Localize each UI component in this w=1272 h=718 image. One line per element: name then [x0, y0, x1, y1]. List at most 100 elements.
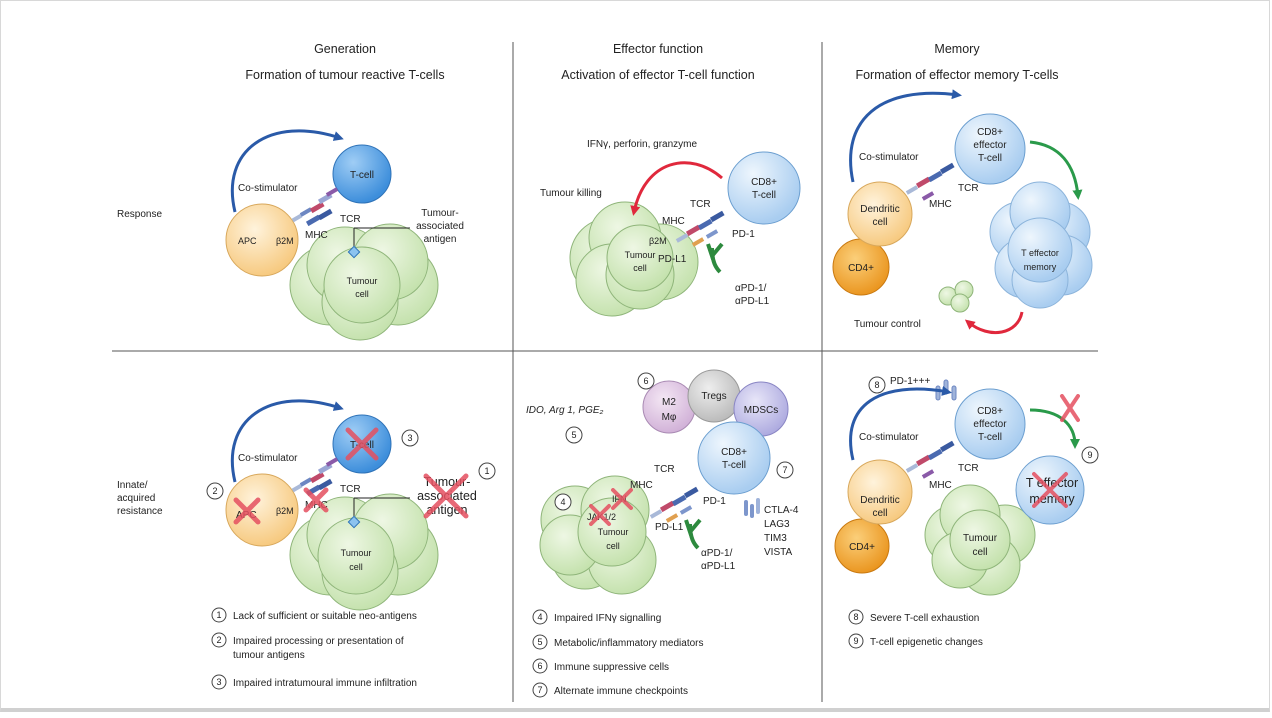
- marker-2: 2: [206, 482, 224, 500]
- svg-text:6: 6: [643, 376, 648, 386]
- cd8-effector-cell: [954, 113, 1026, 185]
- receptor-complex-4: [291, 457, 339, 497]
- t-cell-label: T-cell: [350, 170, 374, 181]
- dendritic-label-2: cell: [872, 217, 887, 228]
- checkpoint-tim3: TIM3: [764, 533, 787, 544]
- apd-label-1: αPD-1/: [735, 283, 767, 294]
- mhc-label-4: MHC: [305, 500, 328, 511]
- tumour-cell-label-1: Tumour: [963, 533, 998, 544]
- cd4-label: CD4+: [848, 263, 874, 274]
- costim-arrow-4: [230, 399, 344, 483]
- marker-6: 6: [637, 372, 655, 390]
- m2-label-2: Mφ: [662, 412, 677, 423]
- cd8-effector-cell: [954, 388, 1026, 460]
- dendritic-label-2: cell: [872, 508, 887, 519]
- small-tumour-cells: [938, 280, 974, 313]
- tumour-cell-label-2: cell: [633, 263, 647, 273]
- row-label-response: Response: [117, 209, 162, 220]
- cd8-eff-label-3: T-cell: [978, 153, 1002, 164]
- svg-text:1: 1: [484, 466, 489, 476]
- svg-text:T-cell epigenetic changes: T-cell epigenetic changes: [870, 637, 983, 648]
- apd-label-1: αPD-1/: [701, 548, 733, 559]
- svg-text:Immune suppressive cells: Immune suppressive cells: [554, 662, 669, 673]
- column-title-generation: Generation: [314, 42, 376, 56]
- panel-memory-response: CD4+ Dendritic cell CD8+ effector T-cell: [832, 89, 1093, 334]
- m2-label-1: M2: [662, 397, 676, 408]
- tumour-control-label: Tumour control: [854, 319, 921, 330]
- cd8-eff-label-2: effector: [973, 419, 1007, 430]
- cross-marks-memory: [1032, 394, 1080, 508]
- b2m-label: β2M: [649, 236, 667, 246]
- mhc-label-3: MHC: [929, 199, 952, 210]
- cd8-label-2: T-cell: [722, 460, 746, 471]
- tcr-label: TCR: [340, 214, 361, 225]
- ifn-label: IFNγ, perforin, granzyme: [587, 139, 697, 150]
- costim-label: Co-stimulator: [238, 183, 298, 194]
- cd8-label-1: CD8+: [751, 177, 777, 188]
- tumour-cell-label-2: cell: [972, 547, 987, 558]
- panel-effector-resistance: Tumour cell JAK1/2 IFN M2 Mφ Tregs MDSCs…: [526, 369, 799, 595]
- apd-label-2: αPD-L1: [735, 296, 770, 307]
- tumour-cell-label-1: Tumour: [347, 276, 378, 286]
- checkpoint-lag3: LAG3: [764, 519, 790, 530]
- row-label-resistance-1: Innate/: [117, 480, 148, 491]
- marker-5: 5: [565, 426, 583, 444]
- mhc-label-5: MHC: [630, 480, 653, 491]
- tumour-cell-label-2: cell: [349, 562, 363, 572]
- receptor-complex-6: [905, 440, 955, 479]
- marker-8: 8: [868, 376, 886, 394]
- panel-memory-resistance: CD4+ Dendritic cell CD8+ effector T-cell: [834, 376, 1099, 596]
- svg-text:7: 7: [782, 465, 787, 475]
- tumour-cluster-6: [924, 484, 1036, 596]
- mhc-label-6: MHC: [929, 480, 952, 491]
- tumour-cell-label-2: cell: [355, 289, 369, 299]
- svg-text:3: 3: [407, 433, 412, 443]
- pdl1-label-5: PD-L1: [655, 522, 684, 533]
- marker-1: 1: [478, 462, 496, 480]
- apc-label: APC: [236, 510, 257, 521]
- cd8-eff-label-1: CD8+: [977, 127, 1003, 138]
- tcr-label-6: TCR: [958, 463, 979, 474]
- legend-item-6: 6 Immune suppressive cells: [532, 658, 669, 674]
- apc-label: APC: [238, 236, 257, 246]
- cd8-eff-label-3: T-cell: [978, 432, 1002, 443]
- costim-label-4: Co-stimulator: [238, 453, 298, 464]
- costim-label-6: Co-stimulator: [859, 432, 919, 443]
- svg-text:8: 8: [853, 612, 858, 622]
- column-subtitle-memory: Formation of effector memory T-cells: [855, 68, 1058, 82]
- tcr-label-5: TCR: [654, 464, 675, 475]
- cd8-t-cell: [697, 421, 771, 495]
- pdl1-label: PD-L1: [658, 254, 687, 265]
- panel-generation-resistance: Tumour cell APC β2M T-cell Co-stimulator…: [206, 399, 496, 611]
- cd8-eff-label-2: effector: [973, 140, 1007, 151]
- svg-text:3: 3: [216, 677, 221, 687]
- svg-text:tumour antigens: tumour antigens: [233, 650, 305, 661]
- tumour-cell-main: [606, 224, 674, 292]
- svg-text:6: 6: [537, 661, 542, 671]
- costim-arrow-6: [849, 386, 952, 461]
- cd8-t-cell: [727, 151, 801, 225]
- cross-marks-generation: [233, 427, 469, 525]
- dendritic-cell: [847, 181, 913, 247]
- costim-arrow: [230, 129, 344, 213]
- checkpoint-receptors: [744, 498, 760, 518]
- tumour-cluster: [289, 223, 439, 341]
- antigen-diamond: [347, 515, 361, 529]
- panel-generation-response: Tumour cell APC β2M T-cell Co-stimulator…: [225, 129, 464, 341]
- memory-cluster: [989, 181, 1093, 309]
- checkpoint-vista: VISTA: [764, 547, 792, 558]
- costim-label-3: Co-stimulator: [859, 152, 919, 163]
- cross-marks-effector: [589, 488, 633, 526]
- dendritic-label-1: Dendritic: [860, 204, 899, 215]
- svg-text:Lack of sufficient or suitable: Lack of sufficient or suitable neo-antig…: [233, 611, 417, 622]
- svg-text:5: 5: [571, 430, 576, 440]
- tumour-cell-label-1: Tumour: [341, 548, 372, 558]
